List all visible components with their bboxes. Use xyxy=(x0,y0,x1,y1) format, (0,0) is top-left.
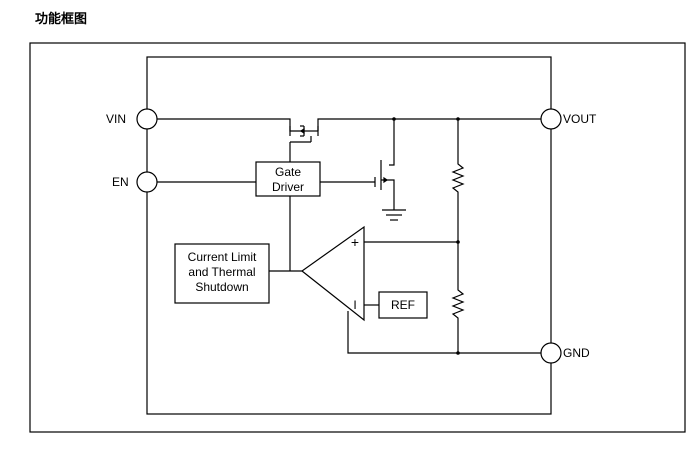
current-limit-block xyxy=(174,243,270,304)
amp-plus-label: + xyxy=(351,234,359,250)
gnd-label: GND xyxy=(563,346,590,360)
error-amplifier xyxy=(300,225,365,322)
ref-block xyxy=(378,291,428,319)
amp-minus-label: I xyxy=(353,298,356,312)
gate-driver-label-1: Gate xyxy=(275,165,301,179)
gate-driver-block xyxy=(255,161,321,197)
vout-label: VOUT xyxy=(563,112,597,126)
current-limit-label-2: and Thermal xyxy=(188,265,255,279)
chip-boundary xyxy=(146,56,552,415)
vin-pin xyxy=(136,108,158,130)
outer-frame xyxy=(29,42,686,433)
current-limit-label-1: Current Limit xyxy=(188,250,257,264)
en-label: EN xyxy=(112,175,129,189)
discharge-fet xyxy=(389,119,395,166)
gnd-pin xyxy=(540,342,562,364)
gate-driver-label-2: Driver xyxy=(272,180,304,194)
current-limit-label-3: Shutdown xyxy=(195,280,248,294)
vout-pin xyxy=(540,108,562,130)
figure-title: 功能框图 xyxy=(35,12,88,27)
vin-label: VIN xyxy=(106,112,126,126)
vin-trace xyxy=(157,118,304,132)
vout-trace xyxy=(317,118,541,131)
ground-trace xyxy=(347,311,541,354)
en-pin xyxy=(136,171,158,193)
ref-label: REF xyxy=(391,298,415,312)
resistor-divider xyxy=(451,119,465,353)
